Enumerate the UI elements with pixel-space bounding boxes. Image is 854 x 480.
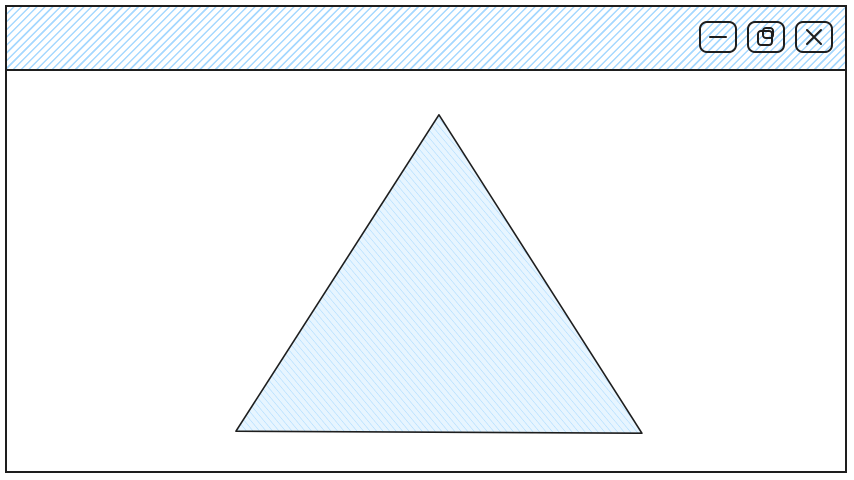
title-bar[interactable] [7,7,845,71]
close-button[interactable] [795,21,833,53]
close-icon [806,29,822,45]
minimize-icon [709,36,727,38]
window-controls [699,21,833,53]
minimize-button[interactable] [699,21,737,53]
app-window [5,5,847,473]
maximize-button[interactable] [747,21,785,53]
drawing-canvas[interactable] [7,71,845,471]
maximize-icon [757,27,774,46]
triangle-shape[interactable] [235,113,643,434]
